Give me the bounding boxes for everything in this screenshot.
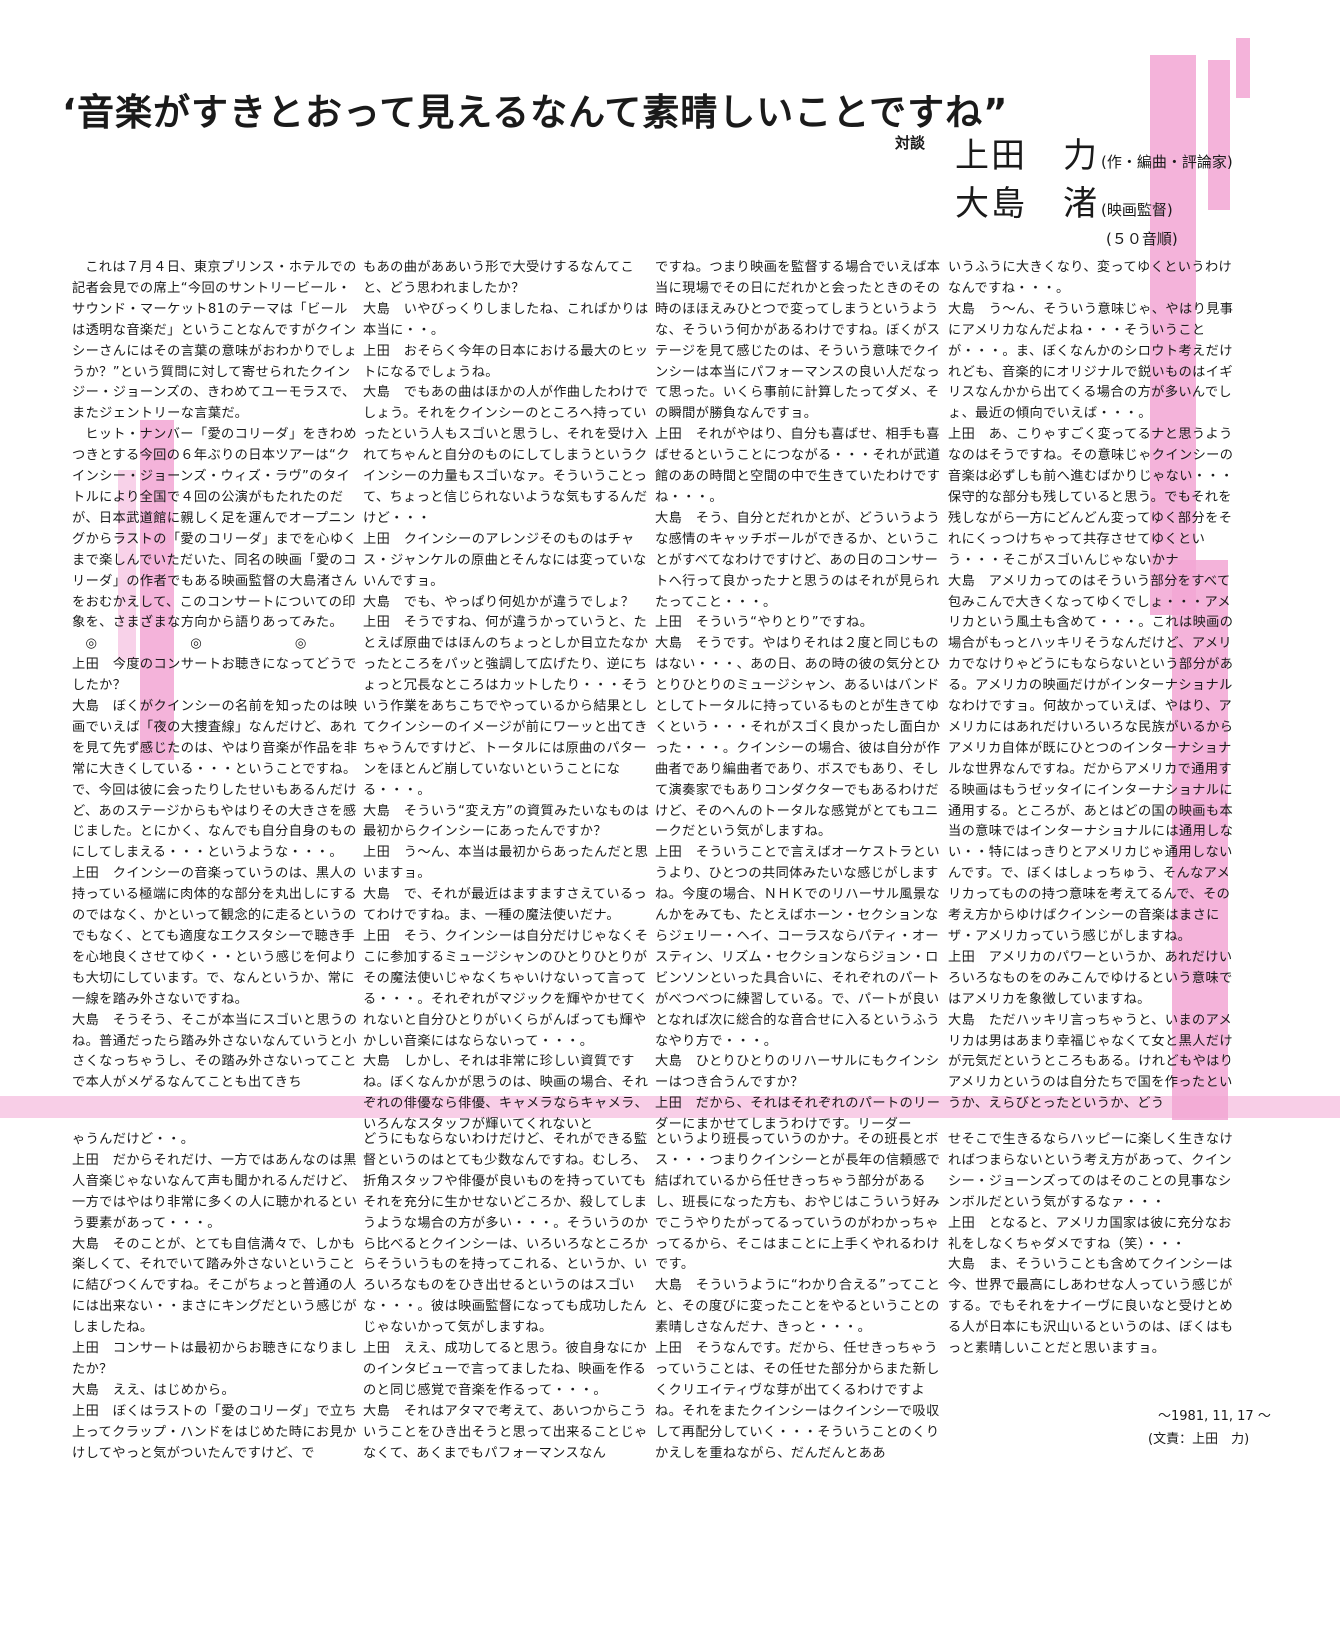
dialogue-line: いうふうに大きくなり、変ってゆくというわけなんですね・・・。 <box>948 260 1233 296</box>
participant-oshima: 大島 渚(映画監督) <box>955 176 1173 225</box>
dialogue-line: 上田 ええ、成功してると思う。彼自身なにかのインタビューで言ってましたね、映画を… <box>363 1341 648 1398</box>
dialogue-line: 上田 そういうことで言えばオーケストラというより、ひとつの共同体みたいな感じがし… <box>655 845 941 1049</box>
signature-date: 〜1981, 11, 17 〜 <box>1158 1409 1271 1424</box>
dialogue-line: 大島 アメリカってのはそういう部分をすべて包みこんで大きくなってゆくでしょ・・・… <box>948 573 1234 944</box>
dialogue-line: どうにもならないわけだけど、それができる監督というのはとても少数なんですね。むし… <box>363 1132 649 1336</box>
dialogue-line: 上田 それがやはり、自分も喜ばせ、相手も喜ばせるということにつながる・・・それが… <box>655 427 941 505</box>
taidan-label: 対談 <box>895 134 926 152</box>
participant-role: (作・編曲・評論家) <box>1101 153 1233 171</box>
dialogue-line: 大島 ひとりひとりのリハーサルにもクインシーはつき合うんですか？ <box>655 1054 940 1091</box>
pink-stroke <box>1236 38 1250 98</box>
dialogue-line: 上田 アメリカのパワーというか、あれだけいろいろなものをのみこんでゆけるという意… <box>948 949 1233 1007</box>
dialogue-line: 大島 ぼくがクインシーの名前を知ったのは映画でいえば「夜の大捜査線」なんだけど、… <box>72 699 358 861</box>
dialogue-line: 大島 そう、自分とだれかとが、どういうような感情のキャッチボールができるか、とい… <box>655 510 941 610</box>
dialogue-line: 大島 そういうように“わかり合える”ってことと、その度びに変ったことをやるという… <box>655 1278 941 1336</box>
dialogue-line: 大島 でもあの曲はほかの人が作曲したわけでしょう。それをクインシーのところへ持っ… <box>363 385 649 526</box>
dialogue-line: ですね。つまり映画を監督する場合でいえば本当に現場でその日にだれかと会ったときの… <box>655 260 941 422</box>
dialogue-line: 上田 そういう“やりとり”ですね。 <box>655 615 874 631</box>
dialogue-line: というより班長っていうのかナ。その班長とボス・・・つまりクインシーとが長年の信頼… <box>655 1132 941 1273</box>
dialogue-line: せそこで生きるならハッピーに楽しく生きなければつまらないという考え方があって、ク… <box>948 1132 1234 1210</box>
participant-role: (映画監督) <box>1101 201 1173 219</box>
dialogue-line: 上田 おそらく今年の日本における最大のヒットになるでしょうね。 <box>363 343 649 380</box>
pink-stroke <box>1208 60 1230 210</box>
upper-column-4: いうふうに大きくなり、変ってゆくというわけなんですね・・・。 大島 う〜ん、そう… <box>948 258 1236 1115</box>
dialogue-line: 大島 そうそう、そこが本当にスゴいと思うのね。普通だったら踏み外さないなんていう… <box>72 1012 358 1091</box>
signature-credit: (文責：上田 力) <box>1148 1432 1250 1447</box>
dialogue-line: 上田 クインシーのアレンジそのものはチャス・ジャンケルの原曲とそんなには変ってい… <box>363 531 647 589</box>
dialogue-line: 大島 でも、やっぱり何処かが違うでしょ？ <box>363 594 635 610</box>
dialogue-line: ゃうんだけど・・。 <box>72 1132 195 1147</box>
pink-stroke <box>1172 560 1228 1120</box>
dialogue-line: 上田 う〜ん、本当は最初からあったんだと思いますョ。 <box>363 845 649 882</box>
dialogue-line: 上田 ぼくはラストの「愛のコリーダ」で立ち上ってクラップ・ハンドをはじめた時にお… <box>72 1403 358 1461</box>
lower-column-3: というより班長っていうのかナ。その班長とボス・・・つまりクインシーとが長年の信頼… <box>655 1130 943 1465</box>
section-separator: ◎ ◎ ◎ <box>85 636 347 652</box>
dialogue-line: 上田 そうですね、何が違うかっていうと、たとえば原曲ではほんのちょっとしか目立た… <box>363 615 649 798</box>
dialogue-line: 大島 ま、そういうことも含めてクインシーは今、世界で最高にしあわせな人っていう感… <box>948 1257 1234 1357</box>
dialogue-line: 大島 う〜ん、そういう意味じゃ、やはり見事にアメリカなんだよね・・・そういうこと… <box>948 301 1234 422</box>
participant-name: 上田 力 <box>955 136 1099 176</box>
lower-column-4: せそこで生きるならハッピーに楽しく生きなければつまらないという考え方があって、ク… <box>948 1130 1236 1360</box>
lower-column-1: ゃうんだけど・・。 上田 だからそれだけ、一方ではあんなのは黒人音楽じゃないなん… <box>72 1130 360 1465</box>
dialogue-line: 上田 だから、それはそれぞれのパートのリーダーにまかせてしまうわけです。リーダー <box>655 1096 941 1133</box>
paragraph: ヒット・ナンバー「愛のコリーダ」をきわめつきとする今回の６年ぶりの日本ツアーは“… <box>72 427 358 631</box>
lower-column-2: どうにもならないわけだけど、それができる監督というのはとても少数なんですね。むし… <box>363 1130 651 1465</box>
dialogue-line: 上田 あ、こりゃすごく変ってるナと思うようなのはそうですね。その意味じゃクインシ… <box>948 427 1234 568</box>
participant-ueda: 上田 力(作・編曲・評論家) <box>955 128 1233 177</box>
upper-column-1: これは７月４日、東京プリンス・ホテルでの記者会見での席上“今回のサントリービール… <box>72 258 360 1094</box>
order-note: (５０音順) <box>1106 230 1178 248</box>
dialogue-line: 大島 そうです。やはりそれは２度と同じものはない・・・、あの日、あの時の彼の気分… <box>655 636 941 840</box>
pink-stroke <box>0 1096 1340 1118</box>
pink-stroke <box>140 420 174 760</box>
dialogue-line: 大島 ただハッキリ言っちゃうと、いまのアメリカは男はあまり幸福じゃなくて女と黒人… <box>948 1012 1234 1112</box>
dialogue-line: 上田 そう、クインシーは自分だけじゃなくそこに参加するミュージシャンのひとりひと… <box>363 929 649 1049</box>
dialogue-line: 上田 そうなんです。だから、任せきっちゃうっていうことは、その任せた部分からまた… <box>655 1341 940 1461</box>
dialogue-line: 大島 それはアタマで考えて、あいつからこういうことをひき出そうと思って出来ること… <box>363 1403 648 1461</box>
dialogue-line: 上田 となると、アメリカ国家は彼に充分なお礼をしなくちゃダメですね（笑）・・・ <box>948 1215 1232 1252</box>
dialogue-line: 大島 そういう“変え方”の資質みたいなものは最初からクインシーにあったんですか？ <box>363 803 650 840</box>
dialogue-line: 上田 クインシーの音楽っていうのは、黒人の持っている極端に肉体的な部分を丸出しに… <box>72 866 358 1007</box>
pink-stroke <box>118 470 136 660</box>
dialogue-line: 上田 コンサートは最初からお聴きになりましたか？ <box>72 1341 358 1377</box>
paragraph: これは７月４日、東京プリンス・ホテルでの記者会見での席上“今回のサントリービール… <box>72 260 358 422</box>
dialogue-line: 大島 ええ、はじめから。 <box>72 1382 236 1398</box>
article-title: ‘音楽がすきとおって見えるなんて素晴しいことですね” <box>62 91 1009 134</box>
dialogue-line: 大島 いやびっくりしましたね、こればかりは本当に・・。 <box>363 301 649 338</box>
dialogue-line: 上田 だからそれだけ、一方ではあんなのは黒人音楽じゃないなんて声も聞かれるんだけ… <box>72 1152 358 1231</box>
participant-name: 大島 渚 <box>955 184 1099 224</box>
dialogue-line: 大島 そのことが、とても自信満々で、しかも楽しくて、それでいて踏み外さないという… <box>72 1236 357 1336</box>
pink-stroke <box>1150 55 1196 615</box>
dialogue-line: 上田 今度のコンサートお聴きになってどうでしたか？ <box>72 657 357 694</box>
dialogue-line: 大島 しかし、それは非常に珍しい資質ですね。ぼくなんかが思うのは、映画の場合、そ… <box>363 1054 649 1133</box>
dialogue-line: もあの曲がああいう形で大受けするなんてこと、どう思われましたか？ <box>363 260 635 296</box>
upper-column-3: ですね。つまり映画を監督する場合でいえば本当に現場でその日にだれかと会ったときの… <box>655 258 943 1136</box>
dialogue-line: 大島 で、それが最近はますますさえているってわけですね。ま、一種の魔法使いだナ。 <box>363 887 648 924</box>
upper-column-2: もあの曲がああいう形で大受けするなんてこと、どう思われましたか？ 大島 いやびっ… <box>363 258 651 1136</box>
